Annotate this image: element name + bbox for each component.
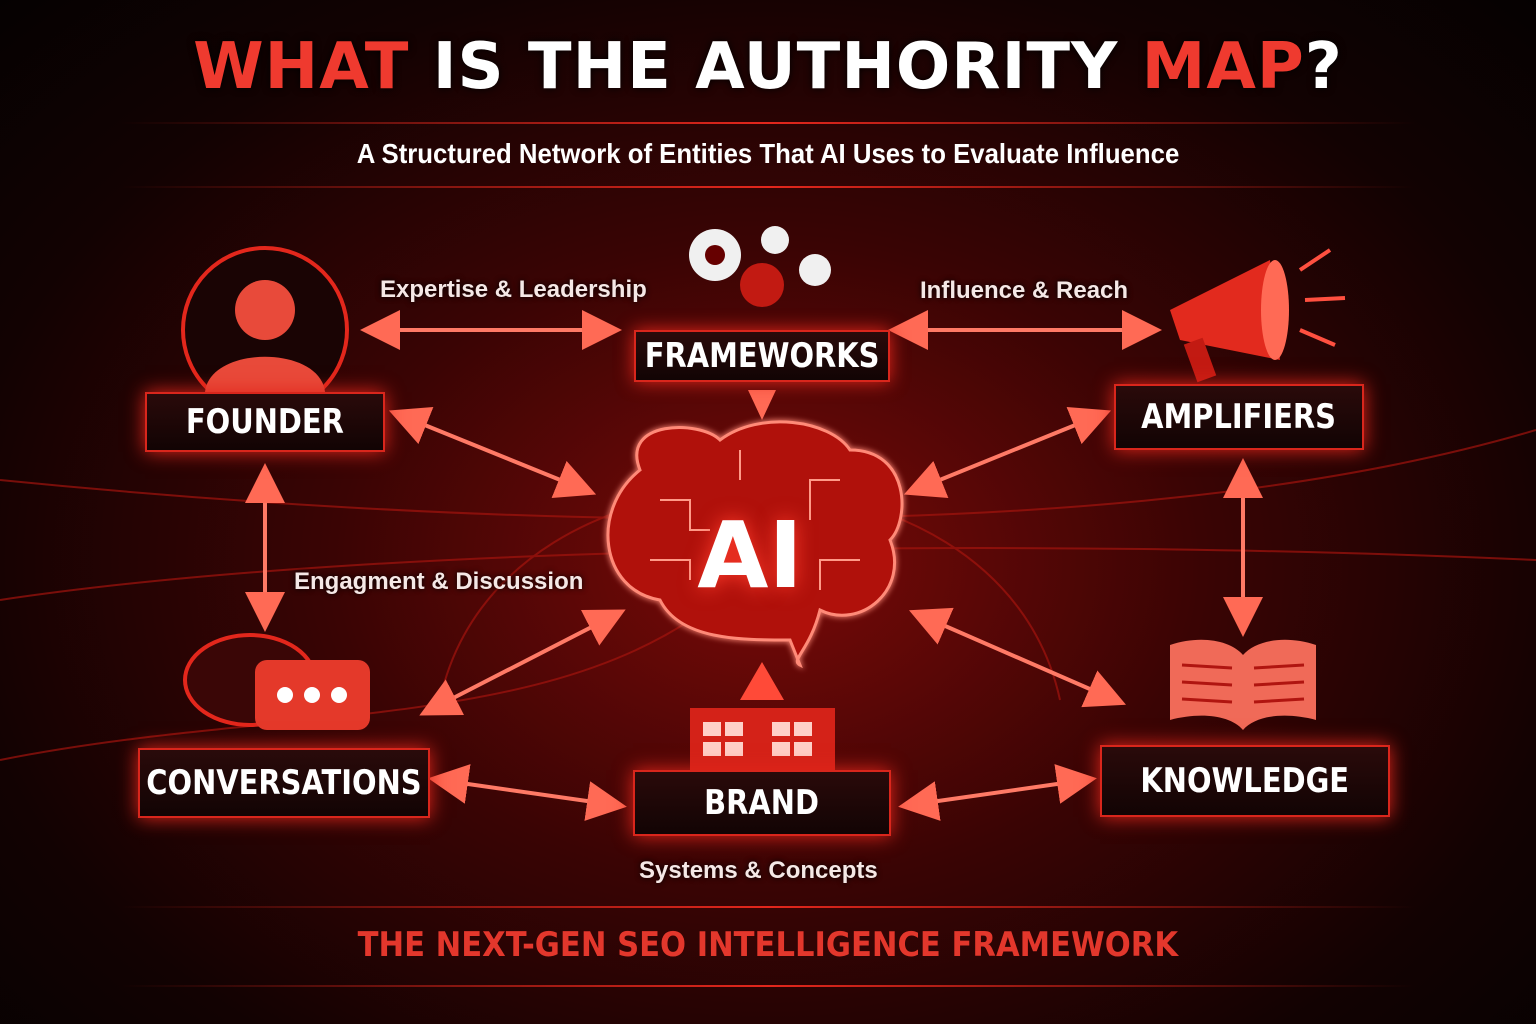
relation-influence: Influence & Reach bbox=[920, 277, 1129, 304]
arrow-brand-ai bbox=[740, 662, 784, 700]
person-icon bbox=[181, 246, 349, 414]
relation-systems: Systems & Concepts bbox=[639, 857, 878, 884]
subtitle: A Structured Network of Entities That AI… bbox=[356, 138, 1180, 169]
footer-tagline: THE NEXT-GEN SEO INTELLIGENCE FRAMEWORK bbox=[357, 925, 1179, 965]
arrow-ai-knowledge bbox=[908, 607, 1127, 708]
arrow-brand-knowledge bbox=[898, 764, 1097, 821]
arrow-amplifiers-ai bbox=[903, 406, 1112, 499]
building-icon bbox=[690, 708, 835, 770]
chat-bubbles-icon bbox=[183, 633, 370, 730]
ai-center-label: AI bbox=[697, 501, 803, 609]
divider bbox=[120, 186, 1416, 188]
relation-engagement: Engagment & Discussion bbox=[294, 568, 584, 595]
arrow-founder-ai bbox=[388, 406, 597, 499]
node-knowledge: KNOWLEDGE bbox=[1100, 745, 1390, 817]
arrow-conversations-ai bbox=[419, 609, 626, 716]
node-founder: FOUNDER bbox=[145, 392, 385, 452]
divider bbox=[120, 906, 1416, 908]
gears-icon bbox=[689, 226, 831, 307]
page-title: WHAT IS THE AUTHORITY MAP? bbox=[193, 30, 1343, 104]
node-brand: BRAND bbox=[633, 770, 891, 836]
brain-circuit-icon bbox=[606, 419, 904, 670]
node-frameworks: FRAMEWORKS bbox=[634, 330, 890, 382]
node-amplifiers: AMPLIFIERS bbox=[1114, 384, 1364, 450]
divider bbox=[120, 122, 1416, 124]
node-conversations: CONVERSATIONS bbox=[138, 748, 430, 818]
megaphone-icon bbox=[1170, 248, 1346, 383]
divider bbox=[120, 985, 1416, 987]
relation-expertise: Expertise & Leadership bbox=[380, 276, 647, 303]
open-book-icon bbox=[1170, 639, 1316, 730]
arrow-conversations-brand bbox=[428, 764, 627, 821]
arrow-frameworks-ai bbox=[748, 390, 776, 420]
